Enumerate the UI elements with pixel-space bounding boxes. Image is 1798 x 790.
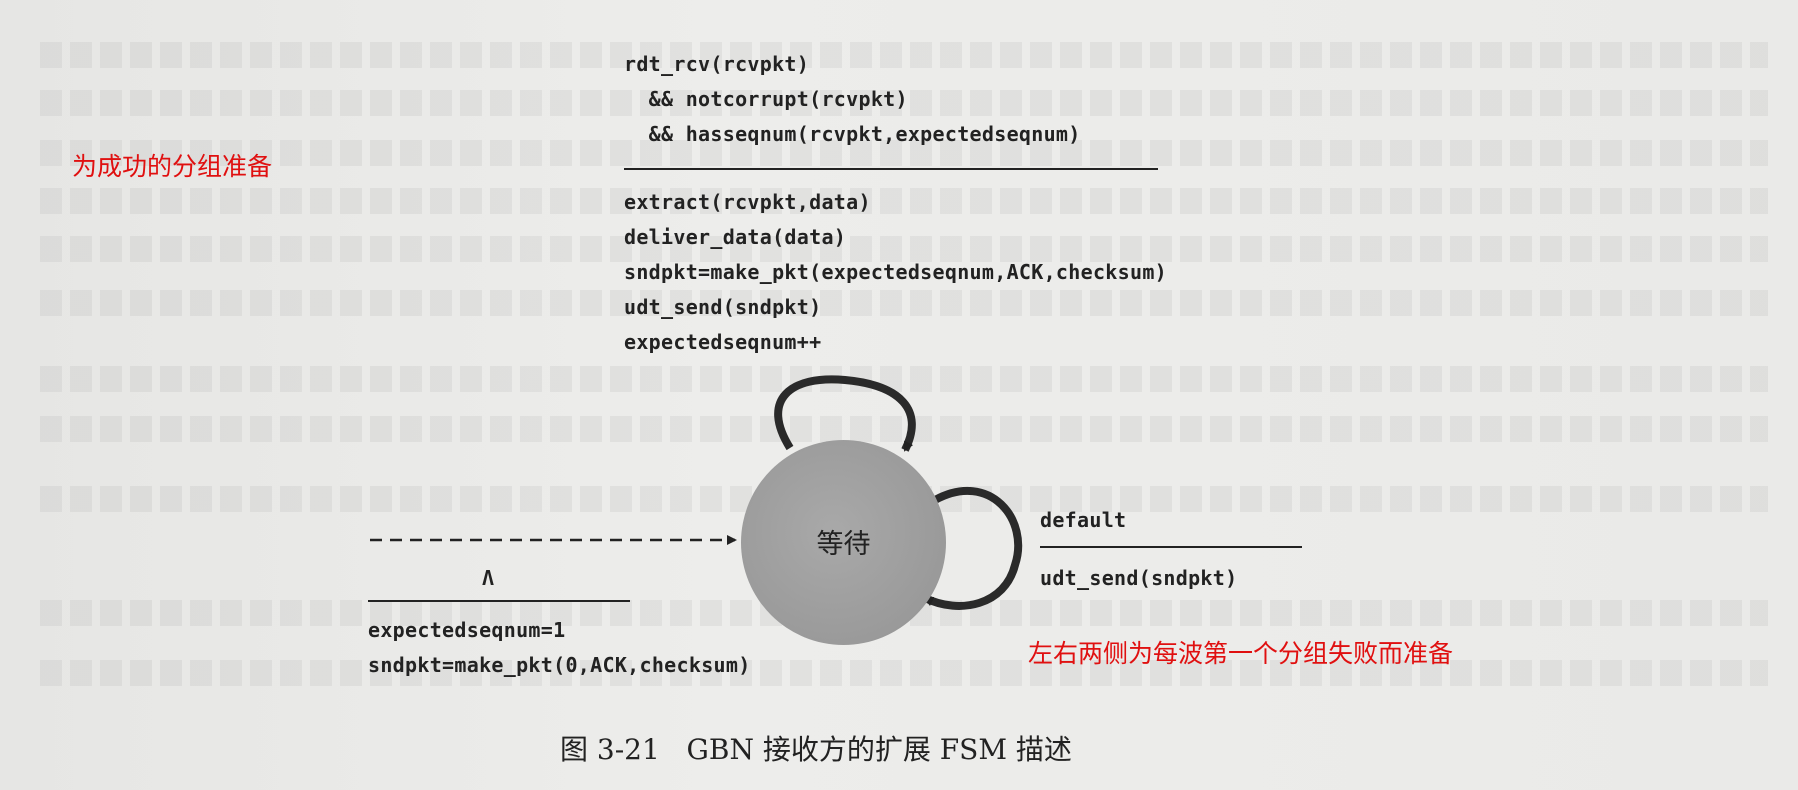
top-event-line: rdt_rcv(rcvpkt)	[624, 52, 810, 76]
ghost-text-line	[40, 188, 1768, 214]
top-action-line: udt_send(sndpkt)	[624, 295, 822, 319]
ghost-text-line	[40, 366, 1768, 392]
wait-state	[741, 440, 946, 645]
right-self-loop-arrow	[923, 486, 1023, 610]
ghost-text-line	[40, 290, 1768, 316]
wait-state-label: 等待	[816, 529, 871, 560]
ghost-text-line	[40, 42, 1768, 68]
ghost-text-line	[40, 236, 1768, 262]
top-action-line: expectedseqnum++	[624, 330, 822, 354]
ghost-text-line	[40, 416, 1768, 442]
initial-action-line: expectedseqnum=1	[368, 618, 566, 642]
top-action-line: extract(rcvpkt,data)	[624, 190, 871, 214]
top-event-line: && notcorrupt(rcvpkt)	[624, 87, 908, 111]
figure-caption: 图 3-21 GBN 接收方的扩展 FSM 描述	[560, 733, 1072, 766]
top-self-loop-arrow	[774, 375, 916, 452]
initial-action-line: sndpkt=make_pkt(0,ACK,checksum)	[368, 653, 751, 677]
right-action: udt_send(sndpkt)	[1040, 566, 1238, 590]
top-action-line: deliver_data(data)	[624, 225, 847, 249]
ghost-text-line	[40, 90, 1768, 116]
top-event-line: && hasseqnum(rcvpkt,expectedseqnum)	[624, 122, 1081, 146]
right-event: default	[1040, 508, 1127, 532]
right-transition-divider	[1040, 546, 1302, 548]
ghost-text-line	[40, 140, 1768, 166]
initial-transition-divider	[368, 600, 630, 602]
top-action-line: sndpkt=make_pkt(expectedseqnum,ACK,check…	[624, 260, 1168, 284]
right-annotation: 左右两侧为每波第一个分组失败而准备	[1028, 639, 1454, 668]
top-transition-divider	[624, 168, 1158, 170]
ghost-text-line	[40, 660, 1768, 686]
left-annotation: 为成功的分组准备	[72, 152, 273, 181]
initial-event: Λ	[482, 566, 495, 590]
